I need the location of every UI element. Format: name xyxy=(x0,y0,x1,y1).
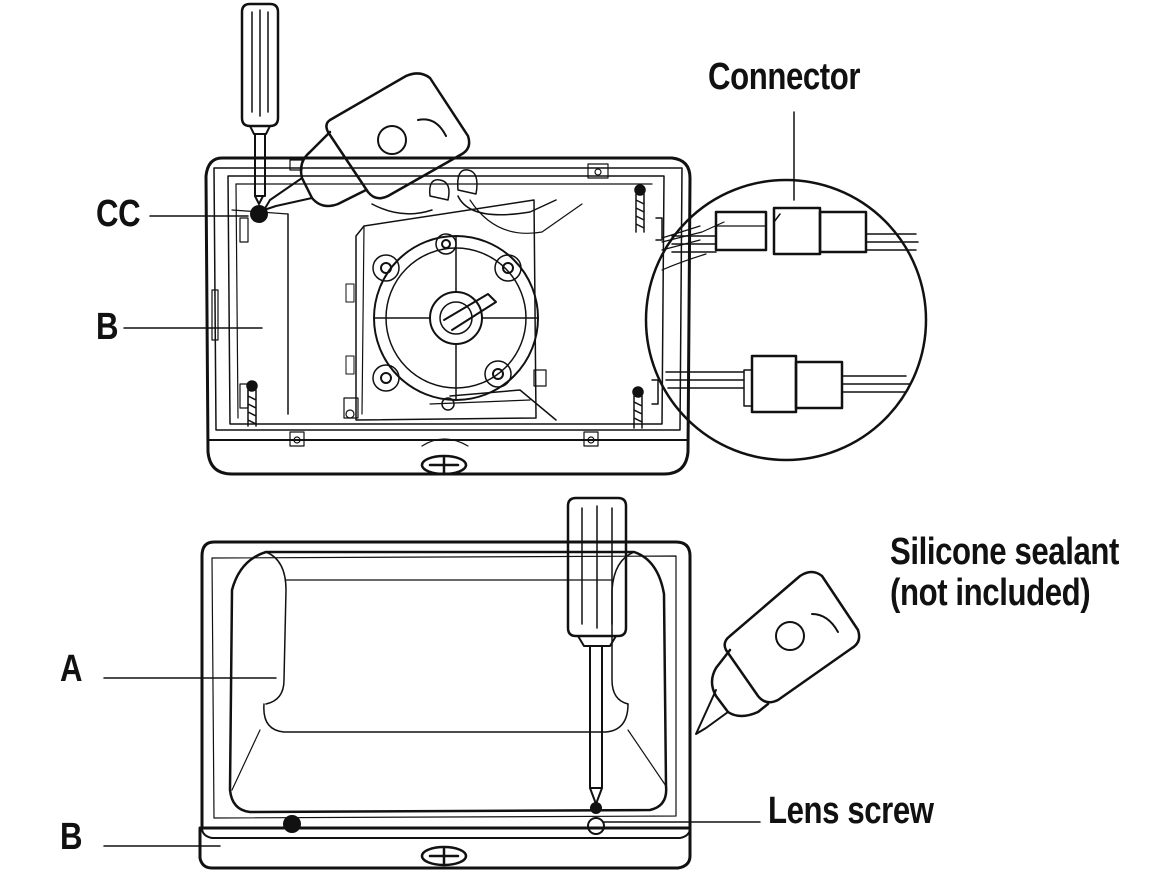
label-a: A xyxy=(60,648,83,690)
housing-screws xyxy=(246,184,663,429)
label-b-bottom: B xyxy=(60,816,83,858)
label-silicone-sealant: Silicone sealant (not included) xyxy=(890,531,1119,615)
sealant-bottle-top-icon xyxy=(263,72,471,211)
leader-lines-bottom xyxy=(103,677,761,847)
lens-fixture xyxy=(198,540,692,870)
connector-magnifier xyxy=(644,178,928,462)
label-b-top: B xyxy=(96,306,119,348)
screwdriver-top-icon xyxy=(240,2,280,223)
label-connector: Connector xyxy=(708,56,861,98)
socket-plate xyxy=(343,169,583,421)
label-lens-screw: Lens screw xyxy=(768,790,934,832)
sealant-bottle-bottom-icon xyxy=(695,570,861,735)
screwdriver-bottom-icon xyxy=(566,496,628,814)
label-cc: CC xyxy=(96,193,141,235)
leader-lines-top xyxy=(123,111,795,329)
